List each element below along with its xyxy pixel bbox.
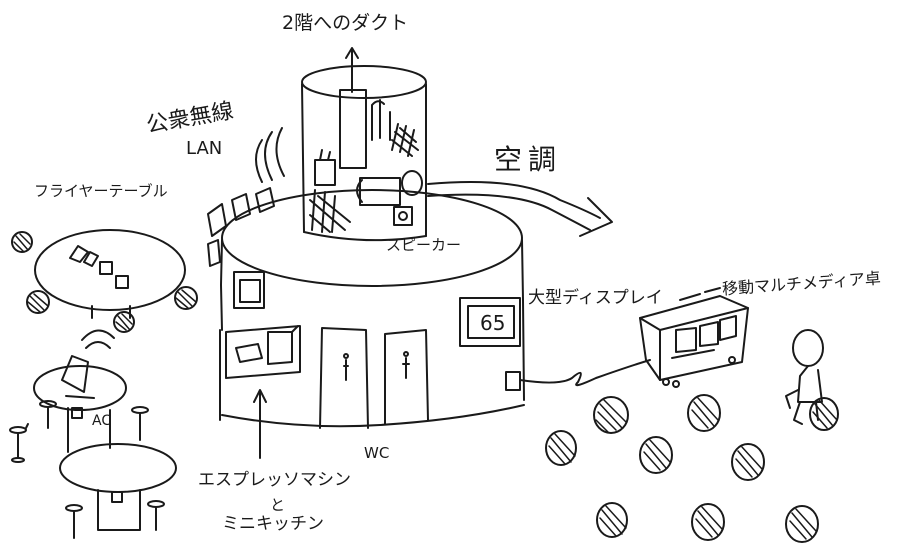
- espresso-arrow: [253, 389, 267, 459]
- espresso-label-line2: と: [270, 496, 286, 514]
- stools: [11, 231, 839, 543]
- wifi-label-line2: LAN: [186, 138, 223, 159]
- rim-posters: [207, 187, 275, 267]
- display-size: 65: [480, 311, 506, 335]
- wifi-waves: [255, 127, 285, 183]
- tower-box-small: [314, 149, 336, 186]
- wall-poster: [233, 271, 265, 309]
- large-display: [459, 297, 521, 347]
- cable: [505, 359, 651, 391]
- aircon-arrow: [427, 181, 613, 237]
- tower-speaker-cone: [401, 170, 423, 196]
- standing-tables: [9, 400, 165, 539]
- laptop-table: [33, 355, 127, 453]
- tower-hatch-1: [391, 123, 419, 157]
- tower-pipes: [371, 99, 391, 141]
- tower-small-box: [393, 206, 413, 226]
- espresso-label-line3: ミニキッチン: [222, 514, 324, 534]
- lower-table: [59, 443, 177, 531]
- wc-doors: [319, 327, 429, 429]
- wall-poster-inner: [239, 279, 261, 303]
- main-kiosk-cylinder: [219, 189, 525, 428]
- flyer-table-label: フライヤーテーブル: [34, 182, 168, 200]
- flyer-table: [34, 229, 186, 319]
- wc-label: WC: [364, 444, 390, 462]
- tower-left-side: [301, 83, 305, 233]
- tower-hatch-2: [309, 189, 351, 233]
- duct-arrow: [345, 47, 359, 93]
- speaker-tower: [301, 47, 427, 242]
- espresso-label-line1: エスプレッソマシン: [198, 470, 351, 490]
- duct-label: 2階へのダクト: [282, 12, 409, 34]
- tower-speaker-body: [356, 177, 401, 206]
- espresso-counter: [225, 325, 301, 379]
- display-label: 大型ディスプレイ: [528, 288, 663, 308]
- kiosk-left-wall: [220, 239, 223, 331]
- tower-small-box-knob: [398, 211, 408, 221]
- seated-person: [785, 329, 824, 425]
- tower-window: [339, 89, 367, 169]
- laptop-wifi: [81, 329, 115, 349]
- mobile-desk: [639, 287, 749, 388]
- ac-label: AC: [92, 413, 112, 429]
- kiosk-base-front: [221, 404, 525, 428]
- tower-top: [301, 65, 427, 99]
- speaker-label: スピーカー: [386, 236, 462, 254]
- kiosk-right-wall: [521, 239, 525, 401]
- kiosk-top-rim: [221, 189, 523, 287]
- aircon-label: 空調: [494, 143, 563, 176]
- tower-bottom: [303, 231, 427, 242]
